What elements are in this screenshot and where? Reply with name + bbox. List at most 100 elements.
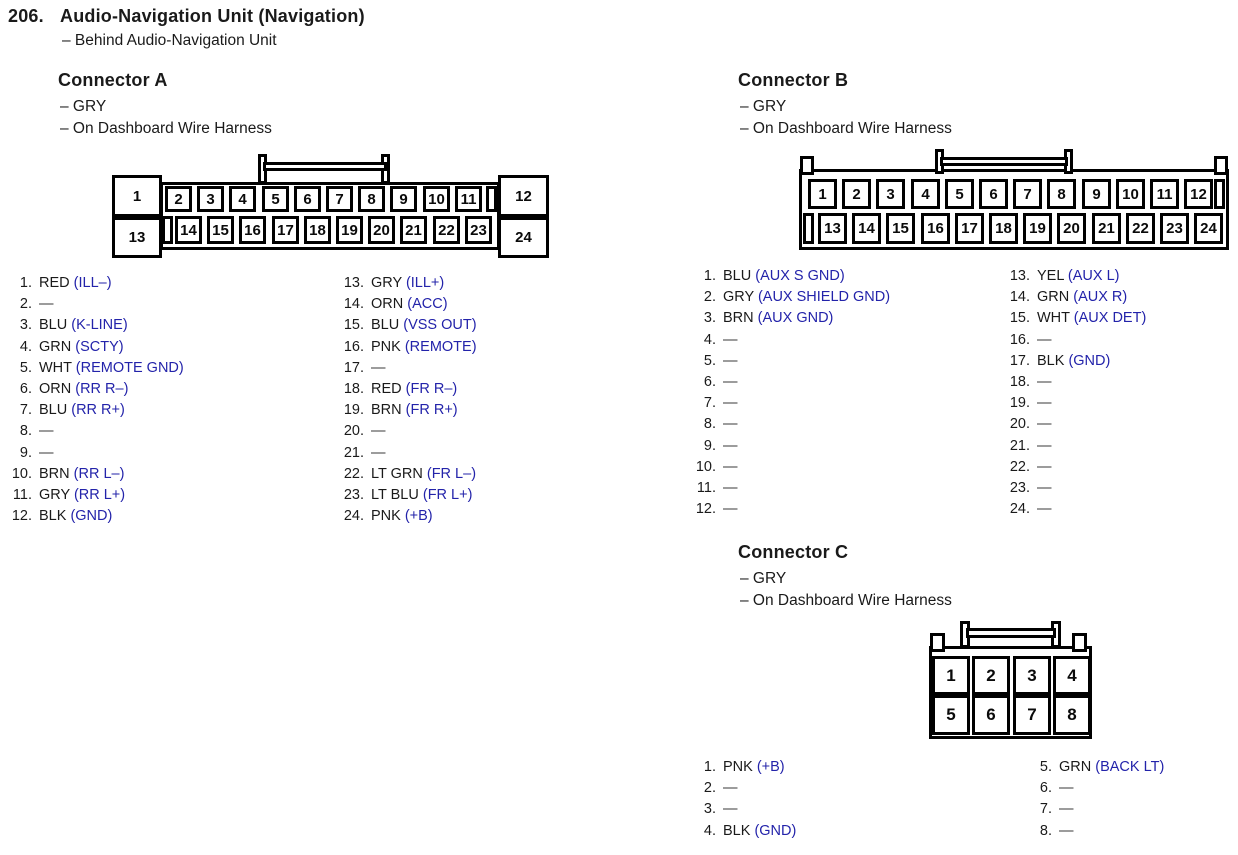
pin-assignment: BLU (AUX S GND) bbox=[723, 268, 845, 284]
pin-list-row: 5.WHT (REMOTE GND) bbox=[6, 358, 184, 379]
pin-assignment: PNK (+B) bbox=[723, 759, 785, 775]
pin-number: 10. bbox=[11, 465, 32, 482]
pin-assignment: BLK (GND) bbox=[1037, 352, 1111, 369]
pin-number: 4. bbox=[703, 331, 716, 348]
connector-blank-slot bbox=[486, 186, 497, 212]
pin-signal-label: (RR R–) bbox=[75, 381, 129, 398]
pin-number: 13. bbox=[343, 275, 364, 291]
pin-signal-label: (AUX GND) bbox=[757, 310, 834, 327]
pin-signal-label: (RR R+) bbox=[71, 402, 125, 419]
connector-pin-cell-6: 6 bbox=[972, 695, 1010, 735]
no-connection-dash: — bbox=[723, 331, 738, 348]
pin-number: 18. bbox=[1009, 374, 1030, 391]
pin-signal-label: (FR R+) bbox=[405, 402, 458, 419]
pin-list-row: 21.— bbox=[336, 443, 477, 464]
pin-signal-label: (AUX SHIELD GND) bbox=[757, 289, 891, 306]
pin-number: 22. bbox=[1009, 458, 1030, 475]
connector-a-pinlist-right: 13.GRY (ILL+)14.ORN (ACC)15.BLU (VSS OUT… bbox=[336, 273, 477, 527]
pin-assignment: BLK (GND) bbox=[39, 508, 113, 525]
connector-pin-cell-16: 16 bbox=[239, 216, 266, 244]
pin-list-row: 14.GRN (AUX R) bbox=[1000, 287, 1146, 308]
pin-signal-label: (GND) bbox=[1068, 352, 1111, 369]
pin-assignment: — bbox=[371, 421, 386, 442]
pin-number: 11. bbox=[12, 487, 32, 504]
pin-number: 6. bbox=[19, 381, 32, 398]
pin-assignment: GRY (ILL+) bbox=[371, 275, 445, 291]
pin-list-row: 7.— bbox=[1026, 799, 1164, 820]
pin-list-row: 19.— bbox=[1000, 393, 1146, 414]
connector-b-pinlist-right: 13.YEL (AUX L)14.GRN (AUX R)15.WHT (AUX … bbox=[1000, 266, 1146, 520]
pin-list-row: 6.ORN (RR R–) bbox=[6, 379, 184, 400]
pin-list-row: 1.BLU (AUX S GND) bbox=[688, 266, 890, 287]
pin-number: 14. bbox=[1009, 289, 1030, 306]
pin-list-row: 4. — bbox=[688, 330, 890, 351]
connector-pin-cell-3: 3 bbox=[1013, 656, 1051, 695]
pin-signal-label: (AUX S GND) bbox=[755, 268, 845, 284]
pin-assignment: — bbox=[1059, 778, 1074, 799]
pin-assignment: — bbox=[1037, 478, 1052, 499]
pin-signal-label: (GND) bbox=[70, 508, 113, 525]
pin-number: 15. bbox=[343, 317, 364, 334]
pin-number: 4. bbox=[703, 822, 716, 839]
pin-number: 13. bbox=[1009, 268, 1030, 284]
pin-list-row: 8.— bbox=[6, 421, 184, 442]
connector-pin-cell-11: 11 bbox=[455, 186, 482, 212]
pin-list-row: 24.— bbox=[1000, 499, 1146, 520]
corner-ear bbox=[930, 633, 945, 652]
pin-list-row: 11.GRY (RR L+) bbox=[6, 485, 184, 506]
pin-list-row: 11.— bbox=[688, 478, 890, 499]
pin-list-row: 1.PNK (+B) bbox=[688, 757, 796, 778]
pin-number: 20. bbox=[343, 423, 364, 440]
connector-blank-slot bbox=[803, 213, 814, 244]
no-connection-dash: — bbox=[371, 444, 386, 461]
no-connection-dash: — bbox=[371, 359, 386, 376]
pin-number: 20. bbox=[1009, 416, 1030, 433]
connector-pin-cell-7: 7 bbox=[326, 186, 353, 212]
section-number: 206. bbox=[8, 6, 44, 26]
pin-number: 24. bbox=[343, 508, 364, 525]
pin-assignment: — bbox=[723, 330, 738, 351]
no-connection-dash: — bbox=[39, 444, 54, 461]
pin-list-row: 22.— bbox=[1000, 457, 1146, 478]
pin-list-row: 8.— bbox=[1026, 821, 1164, 842]
pin-list-row: 8.— bbox=[688, 414, 890, 435]
connector-b-pinlist-left: 1.BLU (AUX S GND)2.GRY (AUX SHIELD GND)3… bbox=[688, 266, 890, 520]
no-connection-dash: — bbox=[371, 423, 386, 440]
no-connection-dash: — bbox=[1059, 780, 1074, 797]
connector-a-pinlist-left: 1.RED (ILL–)2.—3.BLU (K-LINE)4.GRN (SCTY… bbox=[6, 273, 184, 527]
connector-b-color-note: – GRY bbox=[740, 98, 787, 115]
connector-pin-cell-8: 8 bbox=[1053, 695, 1091, 735]
pin-signal-label: (ILL+) bbox=[405, 275, 445, 291]
connector-pin-cell-1: 1 bbox=[932, 656, 970, 695]
pin-list-row: 4.BLK (GND) bbox=[688, 821, 796, 842]
pin-assignment: — bbox=[723, 778, 738, 799]
connector-pin-cell-9: 9 bbox=[390, 186, 417, 212]
pin-assignment: GRY (AUX SHIELD GND) bbox=[723, 289, 891, 306]
pin-signal-label: (ACC) bbox=[407, 296, 448, 313]
connector-a-heading: Connector A bbox=[58, 70, 168, 90]
no-connection-dash: — bbox=[39, 296, 54, 313]
pin-assignment: — bbox=[39, 294, 54, 315]
pin-number: 23. bbox=[1009, 480, 1030, 497]
pin-number: 9. bbox=[703, 437, 716, 454]
latch-bar bbox=[940, 157, 1068, 166]
corner-ear bbox=[1072, 633, 1087, 652]
pin-number: 6. bbox=[1039, 780, 1052, 797]
connector-pin-cell-18: 18 bbox=[989, 213, 1018, 244]
connector-pin-cell-4: 4 bbox=[911, 179, 940, 209]
connector-blank-slot bbox=[162, 216, 173, 244]
pin-number: 18. bbox=[343, 381, 364, 398]
pin-list-row: 15.BLU (VSS OUT) bbox=[336, 315, 477, 336]
no-connection-dash: — bbox=[723, 458, 738, 475]
pin-assignment: — bbox=[39, 421, 54, 442]
no-connection-dash: — bbox=[1059, 822, 1074, 839]
connector-pin-cell-15: 15 bbox=[207, 216, 234, 244]
connector-a-notes: – GRY – On Dashboard Wire Harness bbox=[60, 96, 272, 139]
connector-c-color-note: – GRY bbox=[740, 570, 787, 587]
pin-assignment: — bbox=[1037, 393, 1052, 414]
pin-assignment: — bbox=[371, 358, 386, 379]
connector-c-pinlist-left: 1.PNK (+B)2.—3.—4.BLK (GND) bbox=[688, 757, 796, 842]
pin-list-row: 2.— bbox=[688, 778, 796, 799]
